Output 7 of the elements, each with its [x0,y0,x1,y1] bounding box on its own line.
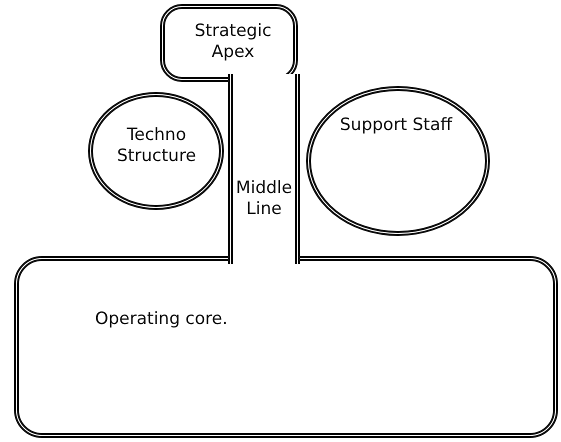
node-label: Middle Line [234,178,294,220]
operating-core-box [14,256,558,438]
node-label: Support Staff [338,115,454,136]
node-label: Strategic Apex [194,21,272,63]
node-label: Techno Structure [116,125,198,167]
apex-box [160,4,298,82]
node-label: Operating core. [95,309,229,330]
